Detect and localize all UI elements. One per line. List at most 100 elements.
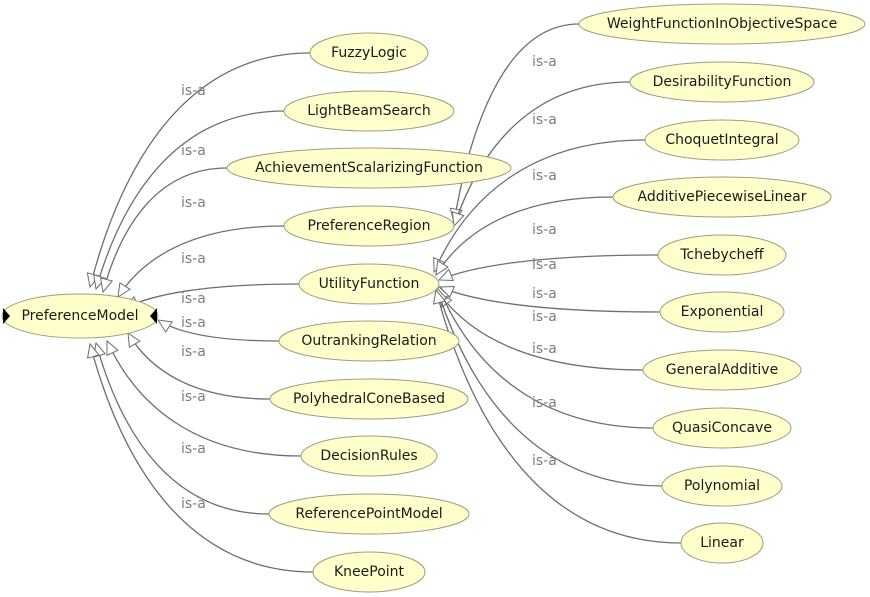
node-ellipse[interactable] xyxy=(661,465,783,507)
edge-label: is-a xyxy=(181,496,206,512)
node-quasi-concave[interactable]: QuasiConcave xyxy=(652,407,792,449)
edge-light-beam-search-to-preference-model: is-a xyxy=(93,110,285,291)
arrowhead-icon xyxy=(99,277,114,294)
edge-label: is-a xyxy=(181,291,206,307)
node-desirability-function[interactable]: DesirabilityFunction xyxy=(629,61,815,103)
edge-line xyxy=(95,110,285,290)
node-ellipse[interactable] xyxy=(612,176,832,218)
node-decision-rules[interactable]: DecisionRules xyxy=(300,435,438,477)
node-label: ChoquetIntegral xyxy=(665,132,778,148)
node-polyhedral-cone-based[interactable]: PolyhedralConeBased xyxy=(269,378,469,420)
nodes-layer: PreferenceModel FuzzyLogicLightBeamSearch… xyxy=(1,3,866,593)
edge-line xyxy=(453,81,631,227)
node-polynomial[interactable]: Polynomial xyxy=(661,465,783,507)
node-ellipse[interactable] xyxy=(680,522,764,564)
edge-line xyxy=(106,340,302,457)
edge-desirability-function-to-preference-region: is-a xyxy=(451,81,631,228)
node-fuzzy-logic[interactable]: FuzzyLogic xyxy=(309,32,429,74)
edge-polyhedral-cone-based-to-preference-model: is-a xyxy=(127,331,271,400)
edge-label: is-a xyxy=(532,453,557,469)
edge-label: is-a xyxy=(532,112,557,128)
node-label: OutrankingRelation xyxy=(301,333,436,349)
node-weight-function-in-objective-space[interactable]: WeightFunctionInObjectiveSpace xyxy=(578,3,866,45)
node-label: PreferenceRegion xyxy=(308,218,431,234)
arrowhead-icon xyxy=(156,319,174,333)
node-ellipse[interactable] xyxy=(300,435,438,477)
edge-additive-piecewise-linear-to-utility-function: is-a xyxy=(435,196,614,277)
node-ellipse[interactable] xyxy=(1,293,159,339)
arrowhead-icon xyxy=(435,259,449,277)
edge-exponential-to-utility-function: is-a xyxy=(438,285,661,313)
edge-line xyxy=(102,167,228,293)
node-achievement-scalarizing-function[interactable]: AchievementScalarizingFunction xyxy=(226,147,512,189)
node-ellipse[interactable] xyxy=(283,205,455,247)
node-preference-model[interactable]: PreferenceModel xyxy=(1,293,159,339)
node-reference-point-model[interactable]: ReferencePointModel xyxy=(268,493,470,535)
edge-label: is-a xyxy=(532,286,557,302)
edge-linear-to-utility-function: is-a xyxy=(432,288,682,544)
node-outranking-relation[interactable]: OutrankingRelation xyxy=(278,320,460,362)
node-linear[interactable]: Linear xyxy=(680,522,764,564)
arrowhead-icon xyxy=(86,342,100,359)
node-ellipse[interactable] xyxy=(283,90,455,132)
node-label: ReferencePointModel xyxy=(295,506,442,522)
node-label: AchievementScalarizingFunction xyxy=(255,160,483,176)
node-ellipse[interactable] xyxy=(268,493,470,535)
edge-label: is-a xyxy=(181,315,206,331)
edge-label: is-a xyxy=(181,441,206,457)
node-ellipse[interactable] xyxy=(312,551,426,593)
node-ellipse[interactable] xyxy=(298,263,440,305)
edge-outranking-relation-to-preference-model: is-a xyxy=(156,315,280,342)
node-preference-region[interactable]: PreferenceRegion xyxy=(283,205,455,247)
edge-label: is-a xyxy=(181,143,206,159)
node-ellipse[interactable] xyxy=(657,234,787,276)
node-exponential[interactable]: Exponential xyxy=(659,291,785,333)
edge-line xyxy=(89,52,311,288)
edge-label: is-a xyxy=(532,309,557,325)
node-general-additive[interactable]: GeneralAdditive xyxy=(642,349,802,391)
expand-left-icon[interactable] xyxy=(3,308,10,324)
edge-label: is-a xyxy=(181,195,206,211)
node-ellipse[interactable] xyxy=(278,320,460,362)
edge-line xyxy=(89,343,314,573)
node-ellipse[interactable] xyxy=(226,147,512,189)
arrowhead-icon xyxy=(432,288,446,305)
node-utility-function[interactable]: UtilityFunction xyxy=(298,263,440,305)
arrowhead-icon xyxy=(106,339,119,357)
node-tchebycheff[interactable]: Tchebycheff xyxy=(657,234,787,276)
edges-layer: is-ais-ais-ais-ais-ais-ais-ais-ais-ais-a… xyxy=(86,23,682,573)
node-label: LightBeamSearch xyxy=(307,103,430,119)
edge-fuzzy-logic-to-preference-model: is-a xyxy=(86,52,311,289)
node-label: Tchebycheff xyxy=(679,247,764,263)
node-label: DecisionRules xyxy=(320,448,417,464)
edge-knee-point-to-preference-model: is-a xyxy=(86,342,314,573)
node-label: Polynomial xyxy=(684,478,760,494)
node-label: KneePoint xyxy=(334,564,405,580)
edge-line xyxy=(95,342,270,515)
node-ellipse[interactable] xyxy=(309,32,429,74)
edge-preference-region-to-preference-model: is-a xyxy=(117,225,285,299)
expand-right-icon[interactable] xyxy=(150,308,157,324)
edge-label: is-a xyxy=(532,222,557,238)
node-ellipse[interactable] xyxy=(629,61,815,103)
node-additive-piecewise-linear[interactable]: AdditivePiecewiseLinear xyxy=(612,176,832,218)
edge-label: is-a xyxy=(181,344,206,360)
edge-line xyxy=(438,254,659,281)
node-ellipse[interactable] xyxy=(652,407,792,449)
node-ellipse[interactable] xyxy=(659,291,785,333)
node-ellipse[interactable] xyxy=(644,119,800,161)
node-ellipse[interactable] xyxy=(269,378,469,420)
node-label: PolyhedralConeBased xyxy=(293,391,445,407)
node-label: AdditivePiecewiseLinear xyxy=(638,189,807,205)
node-label: DesirabilityFunction xyxy=(653,74,792,90)
edge-decision-rules-to-preference-model: is-a xyxy=(106,339,302,457)
node-ellipse[interactable] xyxy=(578,3,866,45)
edge-label: is-a xyxy=(532,257,557,273)
node-choquet-integral[interactable]: ChoquetIntegral xyxy=(644,119,800,161)
node-light-beam-search[interactable]: LightBeamSearch xyxy=(283,90,455,132)
node-ellipse[interactable] xyxy=(642,349,802,391)
edge-line xyxy=(157,319,280,342)
node-label: WeightFunctionInObjectiveSpace xyxy=(607,16,837,32)
node-knee-point[interactable]: KneePoint xyxy=(312,551,426,593)
